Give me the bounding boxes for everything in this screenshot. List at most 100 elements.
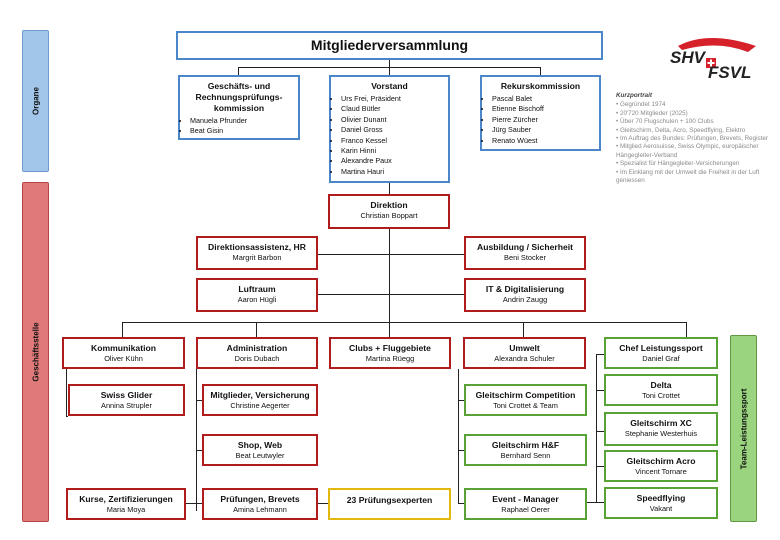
line-trunk <box>389 229 390 322</box>
gleitschirm-hf-box: Gleitschirm H&F Bernhard Senn <box>464 434 587 466</box>
ausbildung-sicherheit-box: Ausbildung / Sicherheit Beni Stocker <box>464 236 586 270</box>
vorstand-box: Vorstand Urs Frei, Präsident Claud Bütle… <box>329 75 450 183</box>
luftraum-name: Aaron Hügli <box>237 295 277 304</box>
line-to-gshf <box>458 450 464 451</box>
line-drop-clubs <box>389 322 390 337</box>
rekurskommission-title: Rekurskommission <box>500 81 581 91</box>
rekurskommission-box: Rekurskommission Pascal Balet Etienne Bi… <box>480 75 601 151</box>
line-sport-vertical <box>596 354 597 502</box>
line-pruefungen-experten <box>318 503 328 504</box>
administration-name: Doris Dubach <box>234 354 280 363</box>
kurzportrait-list: Gegründet 1974 20'720 Mitglieder (2025) … <box>616 101 776 185</box>
vorstand-member: Olivier Dunant <box>341 115 448 125</box>
line-to-event <box>458 503 464 504</box>
gleitschirm-competition-box: Gleitschirm Competition Toni Crottet & T… <box>464 384 587 416</box>
swiss-glider-name: Annina Strupler <box>101 401 152 410</box>
chef-leistungssport-title: Chef Leistungssport <box>619 343 703 353</box>
ausbildung-sicherheit-title: Ausbildung / Sicherheit <box>477 242 573 252</box>
line-gk-drop <box>238 67 239 76</box>
kurzportrait-item: Spezialist für Hängegleiter-Versicherung… <box>616 160 776 168</box>
gleitschirm-hf-title: Gleitschirm H&F <box>491 440 560 450</box>
umwelt-box: Umwelt Alexandra Schuler <box>463 337 586 369</box>
page-title: Mitgliederversammlung <box>310 37 469 53</box>
logo-text-fsvl: FSVL <box>708 63 752 82</box>
rekurs-member: Pierre Zürcher <box>492 115 599 125</box>
chef-leistungssport-name: Daniel Graf <box>642 354 680 363</box>
gleitschirm-xc-name: Stephanie Westerhuis <box>624 429 698 438</box>
speedflying-box: Speedflying Vakant <box>604 487 718 519</box>
gpk-box: Geschäfts- und Rechnungsprüfungs- kommis… <box>178 75 300 140</box>
line-to-speed <box>596 502 604 503</box>
direktionsassistenz-name: Margrit Barbon <box>232 253 282 262</box>
shop-web-box: Shop, Web Beat Leutwyler <box>202 434 318 466</box>
kurse-zertifizierungen-box: Kurse, Zertifizierungen Maria Moya <box>66 488 186 520</box>
rekurs-member: Jürg Sauber <box>492 125 599 135</box>
logo-swoosh-icon <box>678 38 756 68</box>
direktion-title: Direktion <box>370 200 408 210</box>
direktionsassistenz-title: Direktionsassistenz, HR <box>208 242 306 252</box>
gleitschirm-acro-name: Vincent Tornare <box>635 467 687 476</box>
line-to-delta <box>596 390 604 391</box>
line-to-kurse <box>186 503 196 504</box>
shv-fsvl-logo: SHV FSVL <box>668 28 762 84</box>
organe-sidebar: Organe <box>22 30 49 172</box>
logo-text-shv: SHV <box>670 48 705 67</box>
line-sport-event <box>586 502 596 503</box>
line-to-shop <box>196 450 202 451</box>
gleitschirm-hf-name: Bernhard Senn <box>500 451 551 460</box>
line-staff-row1 <box>318 254 464 255</box>
line-kommunikation-vertical <box>66 369 67 416</box>
pruefungen-brevets-box: Prüfungen, Brevets Amina Lehmann <box>202 488 318 520</box>
kurzportrait-item: Im Einklang mit der Umwelt die Freiheit … <box>616 169 776 186</box>
kurzportrait-item: 20'720 Mitglieder (2025) <box>616 110 776 118</box>
kurse-zertifizierungen-title: Kurse, Zertifizierungen <box>79 494 173 504</box>
vorstand-member: Claud Bütler <box>341 104 448 114</box>
line-staff-row2 <box>318 294 464 295</box>
line-vorstand-direktion <box>389 182 390 194</box>
line-umwelt-vertical <box>458 369 459 503</box>
ausbildung-sicherheit-name: Beni Stocker <box>504 253 546 262</box>
clubs-fluggebiete-name: Martina Rüegg <box>365 354 415 363</box>
clubs-fluggebiete-title: Clubs + Fluggebiete <box>349 343 431 353</box>
delta-box: Delta Toni Crottet <box>604 374 718 406</box>
line-to-pruefungen <box>196 503 202 504</box>
rekurs-member: Etienne Bischoff <box>492 104 599 114</box>
line-to-gscomp <box>458 400 464 401</box>
mitglieder-versicherung-box: Mitglieder, Versicherung Christine Aeger… <box>202 384 318 416</box>
line-drop-administration <box>256 322 257 337</box>
gpk-member-list: Manuela Pfrunder Beat Gisin <box>180 116 298 137</box>
vorstand-title: Vorstand <box>371 81 408 91</box>
direktion-name: Christian Boppart <box>360 211 418 220</box>
team-leistungssport-label: Team-Leistungssport <box>739 388 748 469</box>
delta-name: Toni Crottet <box>642 391 680 400</box>
line-to-acro <box>596 466 604 467</box>
vorstand-member: Karin Hinni <box>341 146 448 156</box>
line-drop-umwelt <box>523 322 524 337</box>
kurzportrait-title: Kurzportrait <box>616 92 653 99</box>
it-digitalisierung-name: Andrin Zaugg <box>502 295 548 304</box>
shop-web-title: Shop, Web <box>237 440 283 450</box>
line-rekurs-drop <box>540 67 541 76</box>
it-digitalisierung-title: IT & Digitalisierung <box>485 284 565 294</box>
vorstand-member: Urs Frei, Präsident <box>341 94 448 104</box>
line-to-xc <box>596 431 604 432</box>
administration-title: Administration <box>226 343 288 353</box>
it-digitalisierung-box: IT & Digitalisierung Andrin Zaugg <box>464 278 586 312</box>
kommunikation-box: Kommunikation Oliver Kühn <box>62 337 185 369</box>
mitgliederversammlung-box: Mitgliederversammlung <box>176 31 603 60</box>
umwelt-title: Umwelt <box>509 343 540 353</box>
swiss-glider-box: Swiss Glider Annina Strupler <box>68 384 185 416</box>
vorstand-member: Franco Kessel <box>341 136 448 146</box>
line-to-swissglider <box>66 416 68 417</box>
rekurs-member-list: Pascal Balet Etienne Bischoff Pierre Zür… <box>482 94 599 146</box>
delta-title: Delta <box>650 380 672 390</box>
direktion-box: Direktion Christian Boppart <box>328 194 450 229</box>
swiss-glider-title: Swiss Glider <box>100 390 153 400</box>
kurzportrait-item: Über 70 Flugschulen + 100 Clubs <box>616 118 776 126</box>
line-drop-chef <box>686 322 687 337</box>
event-manager-name: Raphael Oerer <box>501 505 550 514</box>
gleitschirm-xc-title: Gleitschirm XC <box>630 418 692 428</box>
pruefungen-brevets-name: Amina Lehmann <box>233 505 287 514</box>
chef-leistungssport-box: Chef Leistungssport Daniel Graf <box>604 337 718 369</box>
mitglieder-versicherung-title: Mitglieder, Versicherung <box>210 390 310 400</box>
